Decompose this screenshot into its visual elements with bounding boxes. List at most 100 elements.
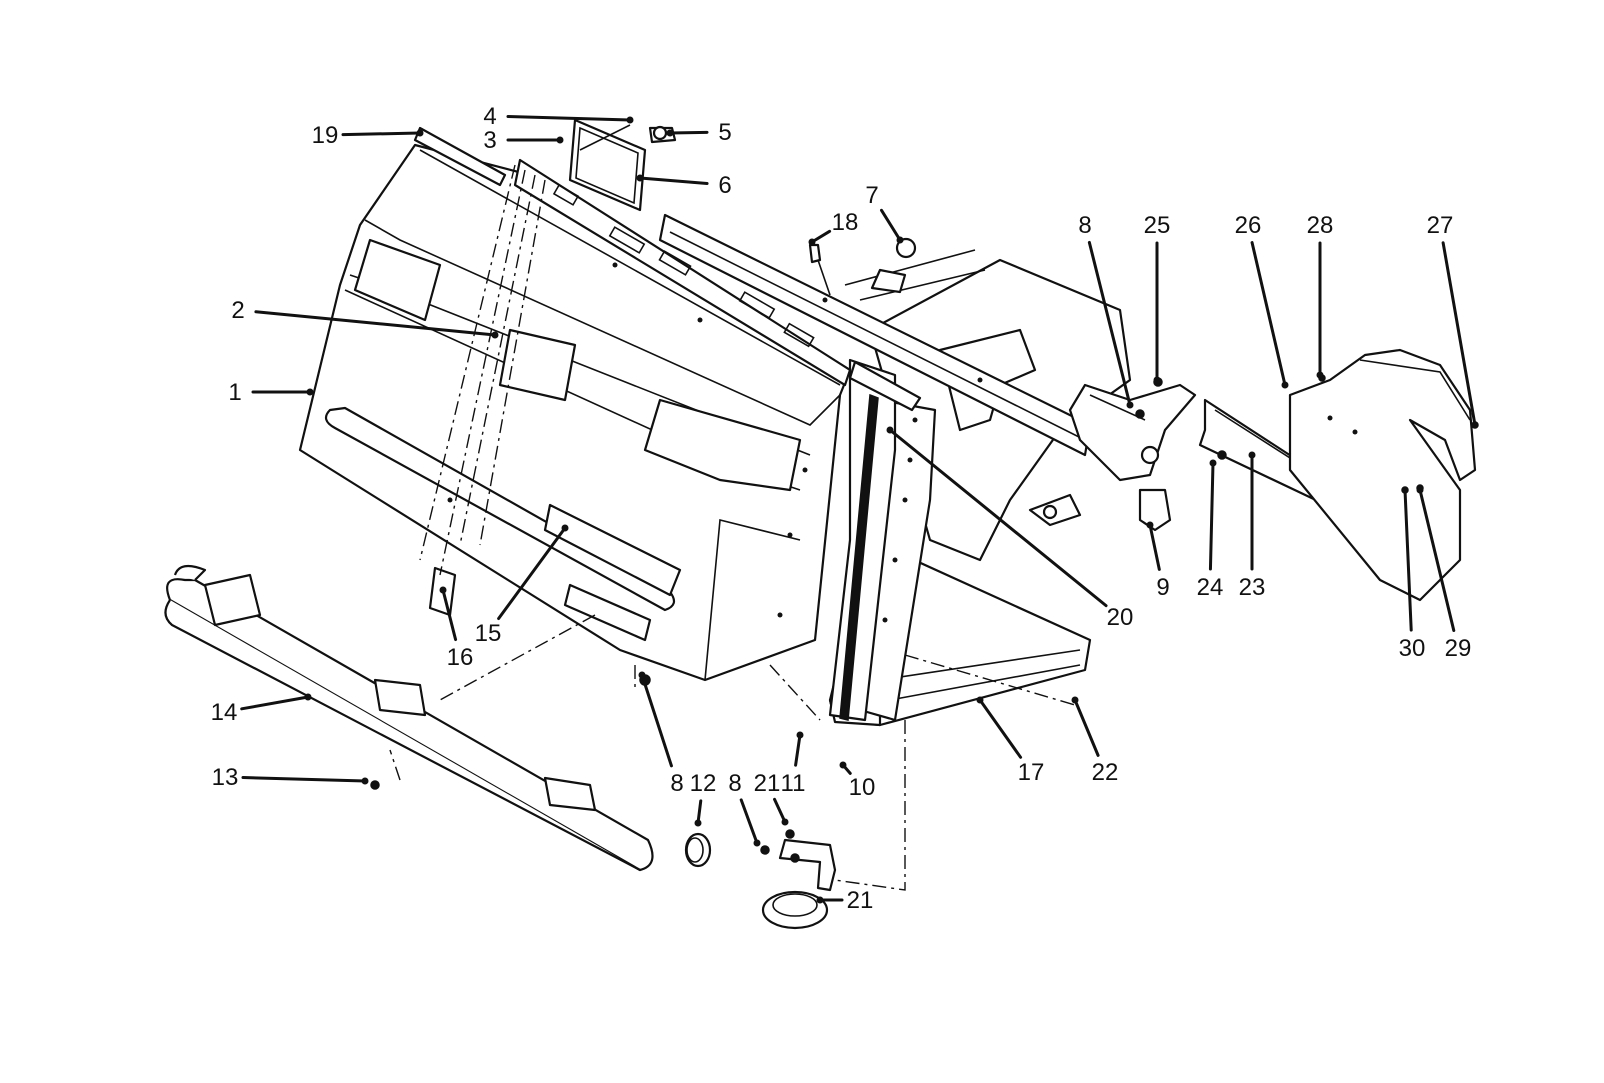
callout-leader [1148, 523, 1161, 571]
callout-label: 30 [1399, 635, 1426, 662]
callout-13: 13 [212, 764, 369, 791]
callout-label: 29 [1445, 635, 1472, 662]
callout-label: 11 [781, 770, 806, 797]
callout-dot [439, 586, 447, 594]
adjuster-bracket [648, 125, 677, 144]
callout-dot [1248, 451, 1256, 459]
callout-18: 18 [808, 209, 859, 246]
callout-30: 30 [1399, 486, 1426, 662]
callout-21: 21 [816, 887, 874, 914]
callout-10: 10 [839, 761, 876, 801]
callout-dot [816, 896, 824, 904]
callout-dot [976, 696, 984, 704]
callout-label: 13 [212, 764, 239, 791]
callout-1: 1 [228, 379, 314, 406]
callout-3: 3 [483, 127, 564, 154]
callout-dot [638, 671, 646, 679]
callout-label: 12 [690, 770, 717, 797]
callout-29: 29 [1416, 486, 1472, 662]
callout-label: 8 [670, 770, 683, 797]
callout-dot [491, 331, 499, 339]
callout-8: 8 [638, 671, 684, 797]
callout-label: 24 [1197, 574, 1224, 601]
callout-2: 2 [231, 297, 499, 339]
callout-leader [441, 588, 458, 642]
callout-leader [888, 428, 1108, 608]
callout-17: 17 [976, 696, 1045, 786]
callout-leader [497, 526, 567, 620]
callout-leader [696, 799, 703, 825]
callout-leader [773, 797, 787, 824]
right-fender [1288, 348, 1479, 602]
callout-label: 10 [849, 774, 876, 801]
callout-leader [640, 673, 673, 768]
callout-label: 26 [1235, 212, 1262, 239]
callout-dot [1153, 376, 1161, 384]
callout-leader [1418, 488, 1456, 632]
callout-dot [1126, 401, 1134, 409]
callout-label: 18 [832, 209, 859, 236]
callout-24: 24 [1197, 459, 1224, 601]
callout-26: 26 [1235, 212, 1289, 389]
callout-dot [636, 174, 644, 182]
callout-dot [416, 129, 424, 137]
hood-seal [848, 360, 922, 412]
callout-dot [1281, 381, 1289, 389]
callout-label: 25 [1144, 212, 1171, 239]
callout-11: 11 [781, 731, 806, 797]
callout-14: 14 [211, 693, 312, 726]
callout-leader [794, 733, 802, 767]
callout-leader [638, 176, 709, 186]
callout-leader [506, 115, 632, 122]
callout-label: 21 [754, 770, 781, 797]
callout-label: 8 [1078, 212, 1091, 239]
callout-dot [1209, 459, 1217, 467]
callout-8: 8 [1078, 212, 1134, 409]
callout-15: 15 [475, 524, 569, 647]
callout-label: 27 [1427, 212, 1454, 239]
callout-label: 6 [718, 172, 731, 199]
callout-label: 8 [728, 770, 741, 797]
callout-8: 8 [728, 770, 761, 847]
callout-28: 28 [1307, 212, 1333, 379]
callout-dot [781, 818, 789, 826]
callout-leader [978, 698, 1023, 759]
callout-dot [753, 839, 761, 847]
callout-dot [886, 426, 894, 434]
callout-dot [556, 136, 564, 144]
callout-dot [1071, 696, 1079, 704]
callout-dot [1316, 371, 1324, 379]
callout-leader [668, 130, 709, 135]
callout-label: 17 [1018, 759, 1045, 786]
callout-label: 20 [1107, 604, 1134, 631]
callout-label: 9 [1156, 574, 1169, 601]
callout-label: 5 [718, 119, 731, 146]
callout-19: 19 [312, 122, 424, 149]
callout-leader [240, 695, 310, 711]
callout-label: 19 [312, 122, 339, 149]
callout-dot [626, 116, 634, 124]
callout-label: 2 [231, 297, 244, 324]
callout-leader [1441, 241, 1477, 427]
callout-7: 7 [865, 182, 904, 244]
callout-leader [254, 310, 497, 337]
callout-label: 14 [211, 699, 238, 726]
callout-leader [739, 798, 759, 845]
callout-leader [1087, 240, 1132, 407]
latch-knob [808, 237, 917, 296]
callout-dot [1471, 421, 1479, 429]
callout-dot [561, 524, 569, 532]
callout-label: 16 [447, 644, 474, 671]
callout-22: 22 [1071, 696, 1118, 786]
callout-dot [896, 236, 904, 244]
callout-dot [839, 761, 847, 769]
side-support [828, 358, 937, 722]
callout-27: 27 [1427, 212, 1479, 429]
callout-label: 21 [847, 887, 874, 914]
callout-dot [694, 819, 702, 827]
callout-label: 23 [1239, 574, 1266, 601]
callout-4: 4 [483, 103, 634, 130]
callout-6: 6 [636, 172, 732, 199]
